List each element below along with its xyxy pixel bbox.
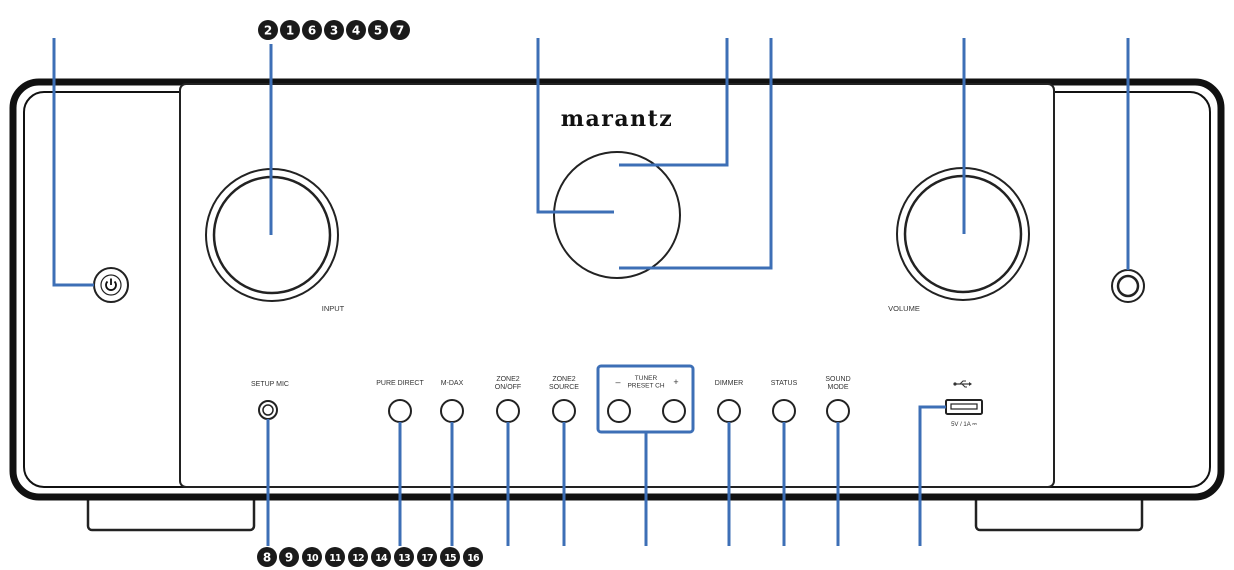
tuner-preset-down-button[interactable] xyxy=(607,399,631,423)
tuner-preset-minus: – xyxy=(615,377,620,387)
leader-usb xyxy=(918,405,946,546)
svg-text:6: 6 xyxy=(308,24,316,38)
svg-text:11: 11 xyxy=(329,553,341,564)
leader-display-center xyxy=(536,38,614,214)
svg-text:7: 7 xyxy=(396,24,404,38)
callout-badge: 12 xyxy=(348,547,368,567)
dimmer-label: DIMMER xyxy=(715,380,743,387)
svg-text:8: 8 xyxy=(263,551,271,565)
tuner-preset-plus: + xyxy=(673,377,678,387)
svg-text:5: 5 xyxy=(374,24,382,38)
svg-text:2: 2 xyxy=(264,24,272,38)
callout-badge: 7 xyxy=(390,20,410,40)
usb-port[interactable] xyxy=(945,399,983,415)
callout-badge: 1 xyxy=(280,20,300,40)
pure-direct-button[interactable] xyxy=(388,399,412,423)
tuner-preset-up-button[interactable] xyxy=(662,399,686,423)
svg-text:15: 15 xyxy=(444,553,456,564)
volume-knob-label: VOLUME xyxy=(888,304,920,313)
callout-badge: 10 xyxy=(302,547,322,567)
front-panel xyxy=(179,83,1055,488)
svg-text:12: 12 xyxy=(352,553,364,564)
callout-badge: 16 xyxy=(463,547,483,567)
callout-badge: 17 xyxy=(417,547,437,567)
leader-display-upper xyxy=(619,38,729,167)
m-dax-button[interactable] xyxy=(440,399,464,423)
callout-badges-bottom: 8 9 10 11 12 14 13 17 15 16 xyxy=(257,547,483,567)
svg-text:16: 16 xyxy=(467,553,480,564)
callout-badge: 3 xyxy=(324,20,344,40)
callout-badge: 11 xyxy=(325,547,345,567)
zone2-source-button[interactable] xyxy=(552,399,576,423)
callout-badge: 8 xyxy=(257,547,277,567)
sound-mode-button[interactable] xyxy=(826,399,850,423)
power-icon xyxy=(105,278,117,291)
svg-text:4: 4 xyxy=(352,24,360,38)
leader-display-lower xyxy=(619,38,773,270)
svg-text:17: 17 xyxy=(421,553,433,564)
callout-badge: 4 xyxy=(346,20,366,40)
callout-badge: 13 xyxy=(394,547,414,567)
display-window xyxy=(553,151,681,279)
headphone-jack[interactable] xyxy=(1111,269,1145,303)
svg-text:9: 9 xyxy=(285,551,293,565)
leader-lines xyxy=(52,38,1130,546)
svg-text:14: 14 xyxy=(375,553,388,564)
callout-badge: 9 xyxy=(279,547,299,567)
svg-text:3: 3 xyxy=(330,24,338,38)
callout-badge: 5 xyxy=(368,20,388,40)
pure-direct-label: PURE DIRECT xyxy=(376,380,424,387)
callout-badge: 6 xyxy=(302,20,322,40)
callout-badge: 15 xyxy=(440,547,460,567)
dimmer-button[interactable] xyxy=(717,399,741,423)
usb-rating-label: 5V / 1A ⎓ xyxy=(951,422,977,428)
m-dax-label: M-DAX xyxy=(441,380,464,387)
input-knob-label: INPUT xyxy=(322,304,345,313)
brand-logo: marantz xyxy=(561,106,674,132)
status-button[interactable] xyxy=(772,399,796,423)
svg-text:1: 1 xyxy=(286,24,294,38)
usb-icon xyxy=(953,380,972,388)
svg-text:13: 13 xyxy=(398,553,410,564)
setup-mic-jack[interactable] xyxy=(258,400,278,420)
status-label: STATUS xyxy=(771,380,798,387)
leader-power xyxy=(52,38,94,287)
callout-badge: 2 xyxy=(258,20,278,40)
power-button[interactable] xyxy=(93,267,129,303)
setup-mic-label: SETUP MIC xyxy=(251,381,289,388)
callout-badge: 14 xyxy=(371,547,391,567)
zone2-onoff-button[interactable] xyxy=(496,399,520,423)
svg-text:10: 10 xyxy=(306,553,319,564)
callout-badges-top: 2 1 6 3 4 5 7 xyxy=(258,20,410,40)
